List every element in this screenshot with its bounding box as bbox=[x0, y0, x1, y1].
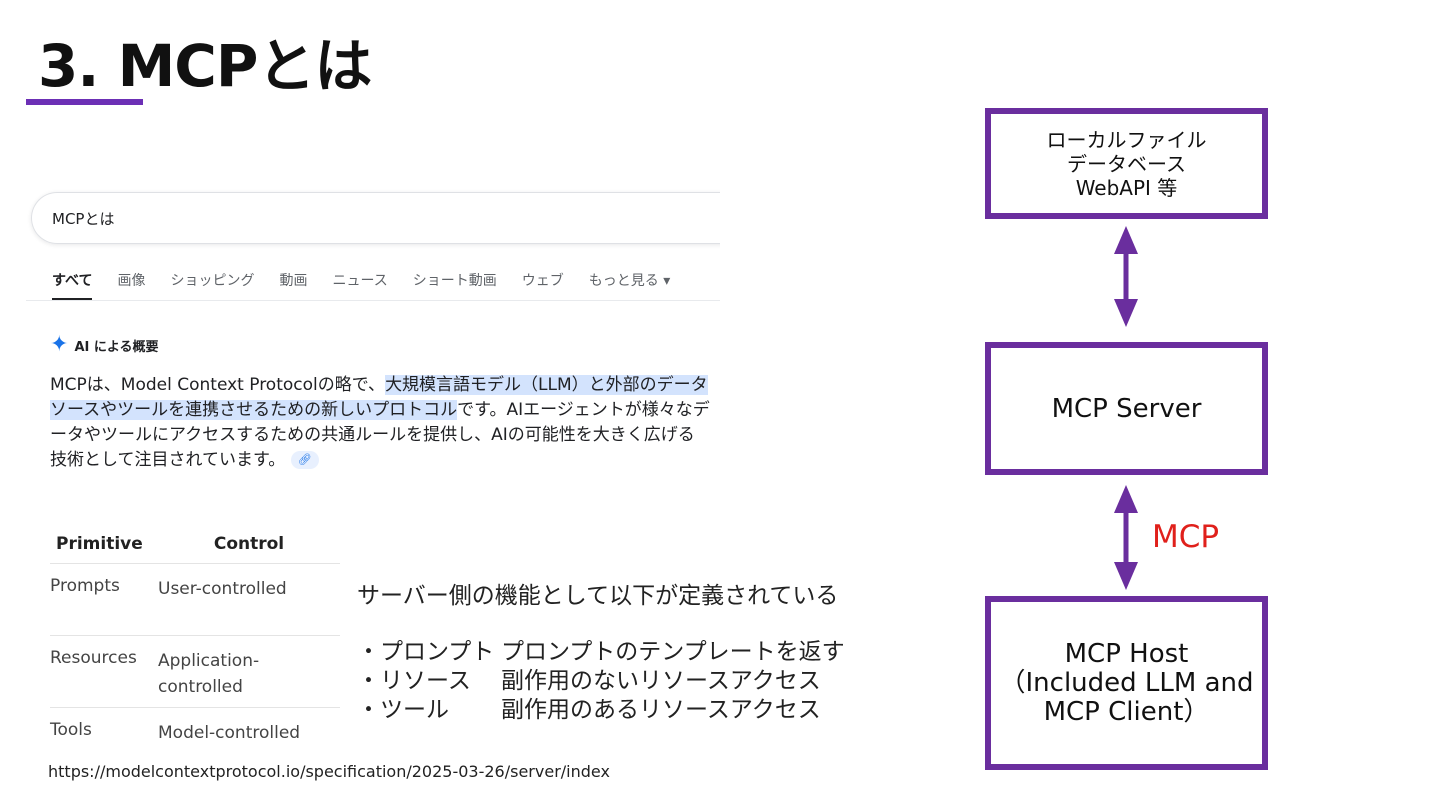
data-sources-box: ローカルファイル データベース WebAPI 等 bbox=[985, 108, 1268, 219]
feature-name: ・プロンプト bbox=[357, 639, 495, 665]
tab-web[interactable]: ウェブ bbox=[521, 273, 564, 289]
box-line: MCP Client） bbox=[1043, 696, 1210, 727]
table-row: Tools Model-controlled bbox=[50, 708, 340, 758]
box-line: データベース bbox=[1067, 151, 1186, 176]
row-control: Model-controlled bbox=[158, 723, 301, 743]
search-input[interactable]: MCPとは bbox=[31, 192, 720, 244]
tab-shopping[interactable]: ショッピング bbox=[170, 273, 255, 289]
search-query: MCPとは bbox=[52, 210, 115, 228]
box-line: MCP Host bbox=[1064, 638, 1189, 669]
mcp-server-box: MCP Server bbox=[985, 342, 1268, 475]
feature-desc: プロンプトのテンプレートを返す bbox=[501, 639, 845, 665]
mcp-host-box: MCP Host （Included LLM and MCP Client） bbox=[985, 596, 1268, 770]
ai-overview-label: AI による概要 bbox=[74, 339, 159, 355]
feature-name: ・ツール bbox=[357, 697, 449, 723]
tab-all[interactable]: すべて bbox=[52, 270, 93, 301]
tab-more[interactable]: もっと見る ▾ bbox=[588, 273, 671, 289]
feature-name: ・リソース bbox=[357, 668, 471, 694]
tab-videos[interactable]: 動画 bbox=[279, 273, 308, 289]
mcp-server-label: MCP Server bbox=[1051, 393, 1202, 424]
link-icon[interactable]: 🔗︎ bbox=[290, 451, 319, 469]
ai-text-part-1: MCPは、Model Context Protocolの略で、 bbox=[50, 375, 386, 395]
header-primitive: Primitive bbox=[56, 533, 143, 554]
tab-images[interactable]: 画像 bbox=[117, 273, 146, 289]
row-control: User-controlled bbox=[158, 579, 287, 599]
list-item: ・ツール 副作用のあるリソースアクセス bbox=[357, 696, 845, 725]
feature-desc: 副作用のあるリソースアクセス bbox=[501, 697, 821, 723]
arrow-server-host bbox=[1114, 485, 1138, 590]
server-features-description: サーバー側の機能として以下が定義されている ・プロンプト プロンプトのテンプレー… bbox=[357, 580, 845, 725]
header-control: Control bbox=[213, 533, 285, 554]
title-underline bbox=[26, 99, 143, 105]
table-row: Resources Application-controlled bbox=[50, 636, 340, 708]
tab-short-videos[interactable]: ショート動画 bbox=[412, 273, 497, 289]
ai-overview-header: ✦ AI による概要 bbox=[50, 334, 158, 356]
row-control: Application-controlled bbox=[158, 651, 260, 697]
search-tabs: すべて 画像 ショッピング 動画 ニュース ショート動画 ウェブ もっと見る ▾ bbox=[52, 270, 671, 301]
ai-text-part-2: です。AIエージェントが様々なデータやツールにアクセスするための共通ルールを提供… bbox=[50, 400, 710, 470]
row-primitive: Prompts bbox=[50, 576, 120, 596]
feature-desc: 副作用のないリソースアクセス bbox=[501, 668, 821, 694]
ai-overview-text: MCPは、Model Context Protocolの略で、大規模言語モデル（… bbox=[50, 373, 710, 473]
box-line: （Included LLM and bbox=[999, 667, 1254, 698]
box-line: WebAPI 等 bbox=[1075, 175, 1178, 200]
row-primitive: Tools bbox=[50, 720, 92, 740]
table-header: Primitive Control bbox=[50, 524, 340, 564]
slide-title: 3. MCPとは bbox=[38, 32, 372, 100]
list-item: ・プロンプト プロンプトのテンプレートを返す bbox=[357, 638, 845, 667]
arrow-local-server bbox=[1114, 226, 1138, 327]
box-line: ローカルファイル bbox=[1046, 127, 1207, 152]
list-item: ・リソース 副作用のないリソースアクセス bbox=[357, 667, 845, 696]
source-url[interactable]: https://modelcontextprotocol.io/specific… bbox=[48, 762, 610, 781]
description-intro: サーバー側の機能として以下が定義されている bbox=[357, 583, 839, 609]
mcp-protocol-label: MCP bbox=[1152, 519, 1220, 555]
search-screenshot: MCPとは すべて 画像 ショッピング 動画 ニュース ショート動画 ウェブ も… bbox=[26, 188, 720, 488]
sparkle-icon: ✦ bbox=[50, 332, 69, 357]
table-row: Prompts User-controlled bbox=[50, 564, 340, 636]
tabs-divider bbox=[26, 300, 720, 301]
row-primitive: Resources bbox=[50, 648, 137, 668]
primitives-table: Primitive Control Prompts User-controlle… bbox=[50, 524, 340, 758]
tab-news[interactable]: ニュース bbox=[332, 273, 388, 289]
